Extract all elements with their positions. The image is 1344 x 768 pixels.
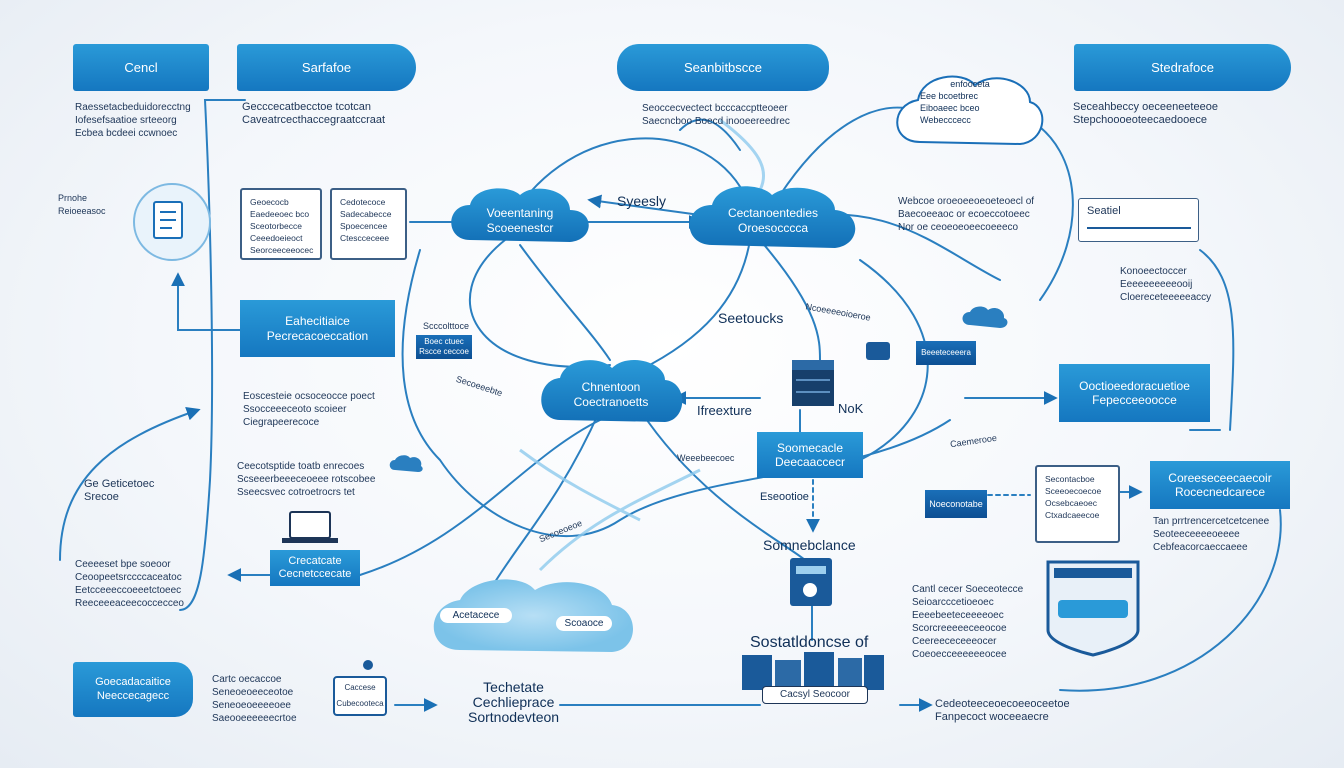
dark-box-b[interactable]: Beeeteceeera (916, 341, 976, 365)
top-box-4[interactable]: Stedrafoce (1074, 44, 1291, 91)
connector (59, 406, 201, 561)
cloud-bottom-label-a: Acetacece (440, 608, 512, 623)
connector (179, 99, 246, 611)
cloud-center-left (451, 188, 589, 242)
dark-box-c[interactable]: Noeconotabe (925, 490, 987, 518)
search-field[interactable]: Seatiel (1078, 198, 1199, 242)
person-icon (363, 660, 373, 670)
search-field-value: Seatiel (1087, 205, 1121, 217)
connector (489, 409, 601, 591)
glow-curve (719, 118, 766, 191)
document-icon (133, 183, 211, 261)
label-somebaccance: Somnebclance (763, 537, 856, 553)
bottom-server-label: Cacsyl Seocoor (762, 686, 868, 704)
cloud-top-right-label: enfooceta Eee bcoetbrec Eiboaeec bceo We… (920, 79, 990, 125)
connector (469, 239, 611, 368)
connector (639, 409, 806, 561)
connector (859, 259, 929, 461)
cloud-center-right (689, 186, 856, 248)
inline-text-a: Scccolttoce (423, 321, 470, 331)
top-box-4-label: Stedrafoce (1151, 59, 1214, 75)
glow-curve (538, 468, 701, 572)
label-ifeeecture: Ifreexture (697, 403, 752, 418)
connector (519, 244, 611, 361)
cloud-bottom (433, 579, 633, 652)
connector (1029, 119, 1074, 301)
cloud-middle (541, 359, 683, 422)
shield-icon (1046, 560, 1140, 657)
small-cloud-icon (962, 306, 1008, 328)
label-nok: NoK (838, 401, 864, 416)
top-box-3[interactable]: Seanbitbscce (617, 44, 829, 91)
inline-text-d: Weeebeecoec (677, 453, 735, 463)
connector (177, 279, 241, 331)
city-servers-icon (742, 652, 884, 690)
search-underline (1087, 227, 1191, 229)
top-box-2[interactable]: Sarfafoe (237, 44, 416, 91)
top-box-3-label: Seanbitbscce (683, 59, 763, 75)
connector (359, 419, 601, 576)
connector (587, 194, 701, 216)
glow-curve (519, 448, 641, 522)
connector (1059, 509, 1282, 692)
top-box-2-label: Sarfafoe (301, 59, 352, 75)
cloud-bottom-label-b: Scoaoce (556, 616, 612, 631)
label-eecotioe: Eseootioe (760, 491, 809, 503)
connector (1199, 249, 1235, 431)
laptop-icon (282, 511, 338, 543)
small-device-icon (866, 342, 890, 360)
top-box-1-label: Cencl (124, 59, 158, 75)
connector (779, 106, 916, 196)
label-seetoucks: Seetoucks (718, 310, 784, 326)
tiny-cloud-icon (389, 455, 423, 472)
top-box-1[interactable]: Cencl (73, 44, 209, 91)
label-sostatlanoce: Sostatldoncse of (750, 634, 869, 651)
connector (639, 239, 751, 371)
connector (759, 239, 821, 361)
connector (679, 118, 741, 151)
database-icon (790, 558, 832, 606)
cloud-top-right (896, 75, 1044, 146)
label-synerly: Syeesly (617, 193, 667, 209)
server-icon (792, 360, 834, 406)
